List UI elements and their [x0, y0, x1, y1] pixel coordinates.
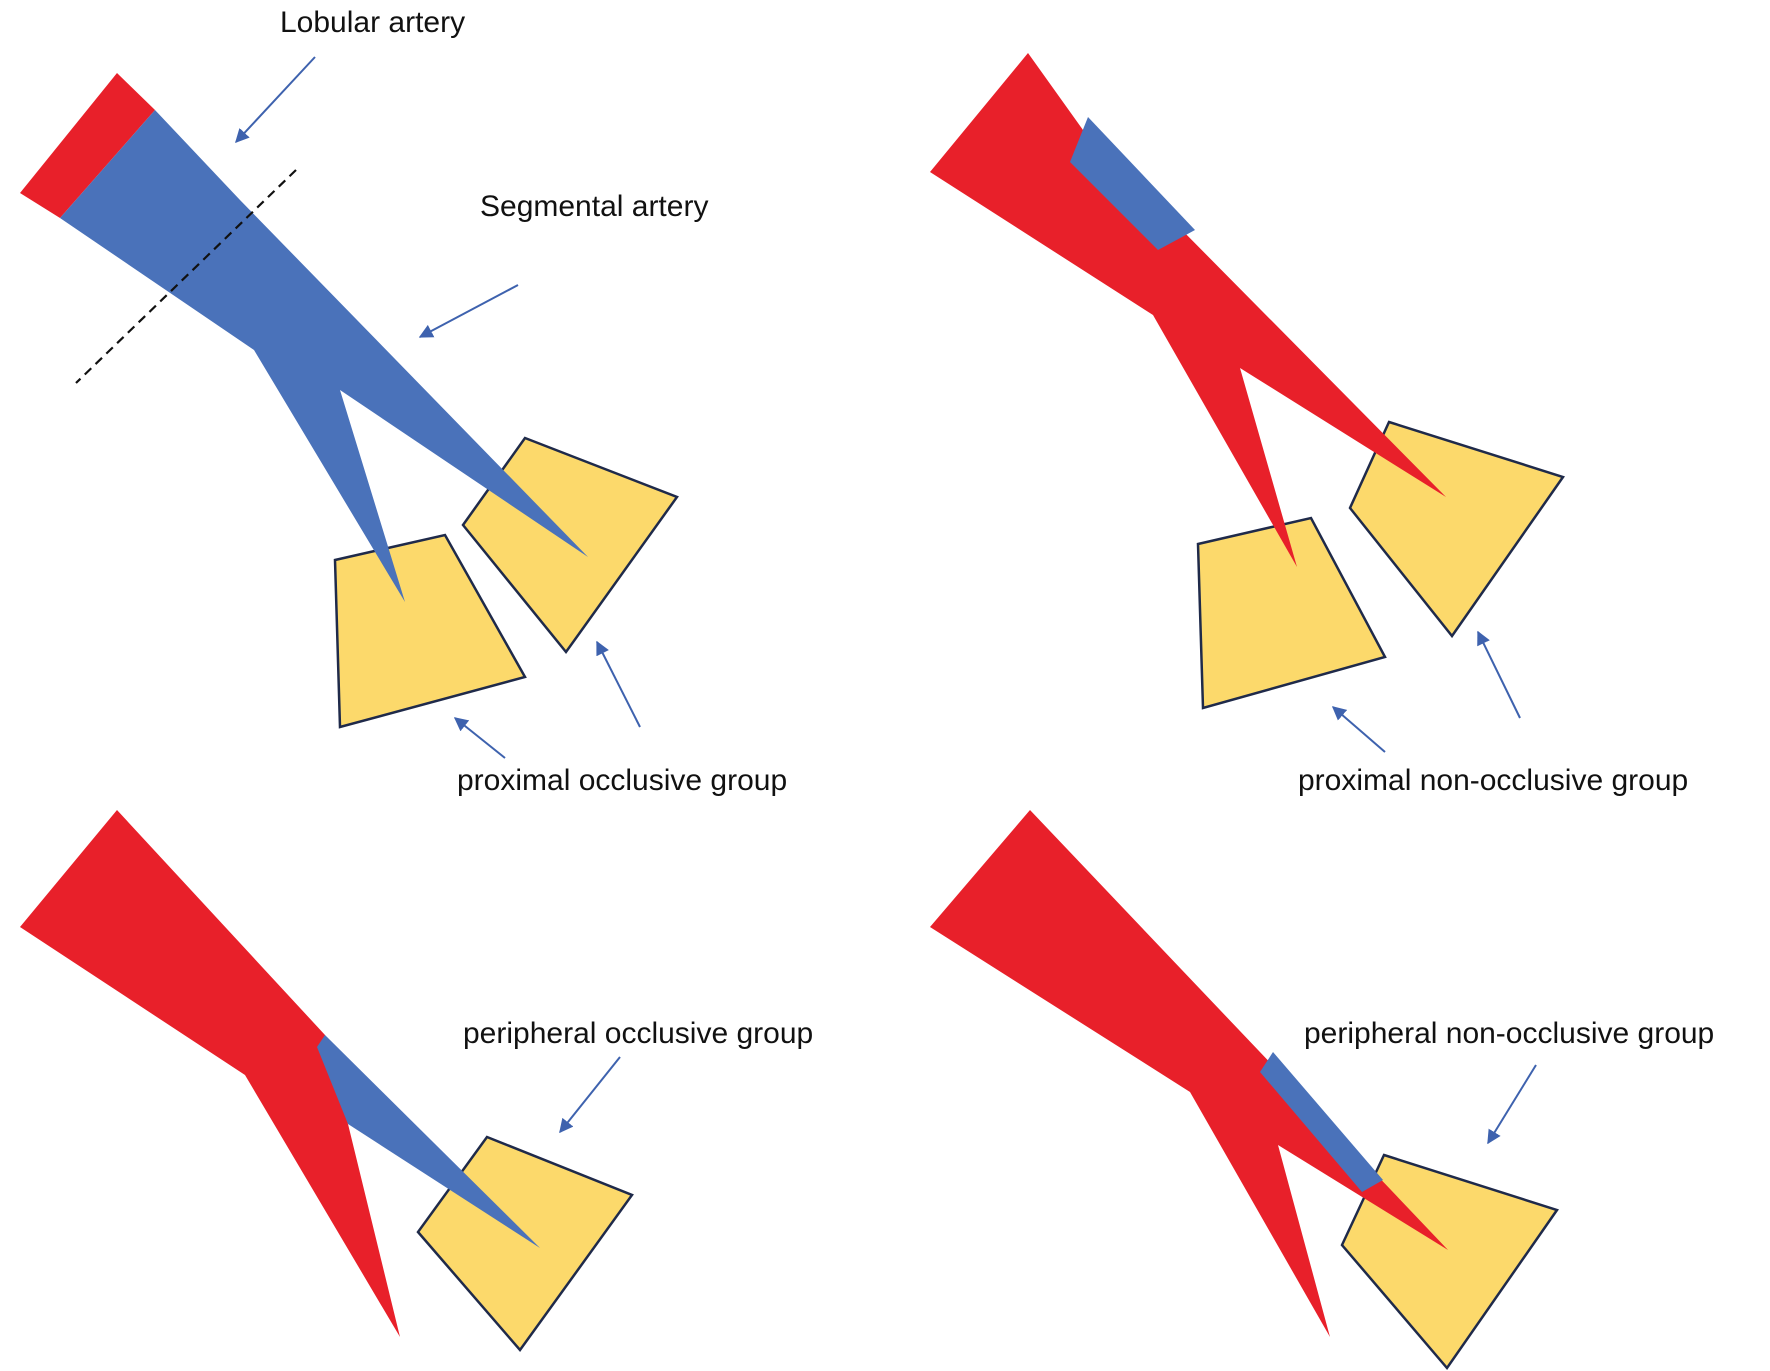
caption-peripheral-non-occlusive: peripheral non-occlusive group: [1304, 1017, 1714, 1050]
caption-proximal-occlusive: proximal occlusive group: [457, 764, 787, 797]
artery-red: [20, 810, 400, 1337]
partial-occlusion-blue: [1070, 117, 1195, 250]
arrow-segment-1: [1331, 706, 1386, 753]
caption-peripheral-occlusive: peripheral occlusive group: [463, 1017, 813, 1050]
panel-peripheral-occlusive: peripheral occlusive group: [20, 810, 813, 1353]
caption-proximal-non-occlusive: proximal non-occlusive group: [1298, 764, 1688, 797]
distal-occlusion-blue: [317, 1035, 540, 1248]
arrow-segment: [559, 1056, 621, 1134]
arrow-segment-2: [1477, 630, 1521, 719]
lobular-artery-trunk-red: [20, 73, 155, 218]
arrow-segment: [1487, 1064, 1537, 1145]
arrow-segmental-artery: [418, 284, 519, 338]
occluded-artery-blue: [60, 110, 588, 602]
panel-proximal-non-occlusive: proximal non-occlusive group: [930, 53, 1688, 797]
artery-red: [930, 810, 1448, 1337]
artery-red: [930, 53, 1446, 567]
lung-segment-1: [1196, 516, 1387, 710]
label-segmental-artery: Segmental artery: [480, 190, 708, 223]
arrow-segment-1: [453, 717, 506, 759]
partial-distal-occlusion-blue: [1260, 1052, 1383, 1192]
arrow-lobular-artery: [235, 56, 316, 144]
panel-peripheral-non-occlusive: peripheral non-occlusive group: [930, 810, 1714, 1371]
lung-segment-2: [1348, 420, 1565, 639]
dashed-section-line: [75, 169, 297, 384]
arrow-segment-2: [596, 640, 641, 728]
lung-segment-1: [333, 533, 527, 729]
label-lobular-artery: Lobular artery: [280, 6, 465, 39]
panel-proximal-occlusive: Lobular artery Segmental artery proximal…: [20, 6, 787, 797]
